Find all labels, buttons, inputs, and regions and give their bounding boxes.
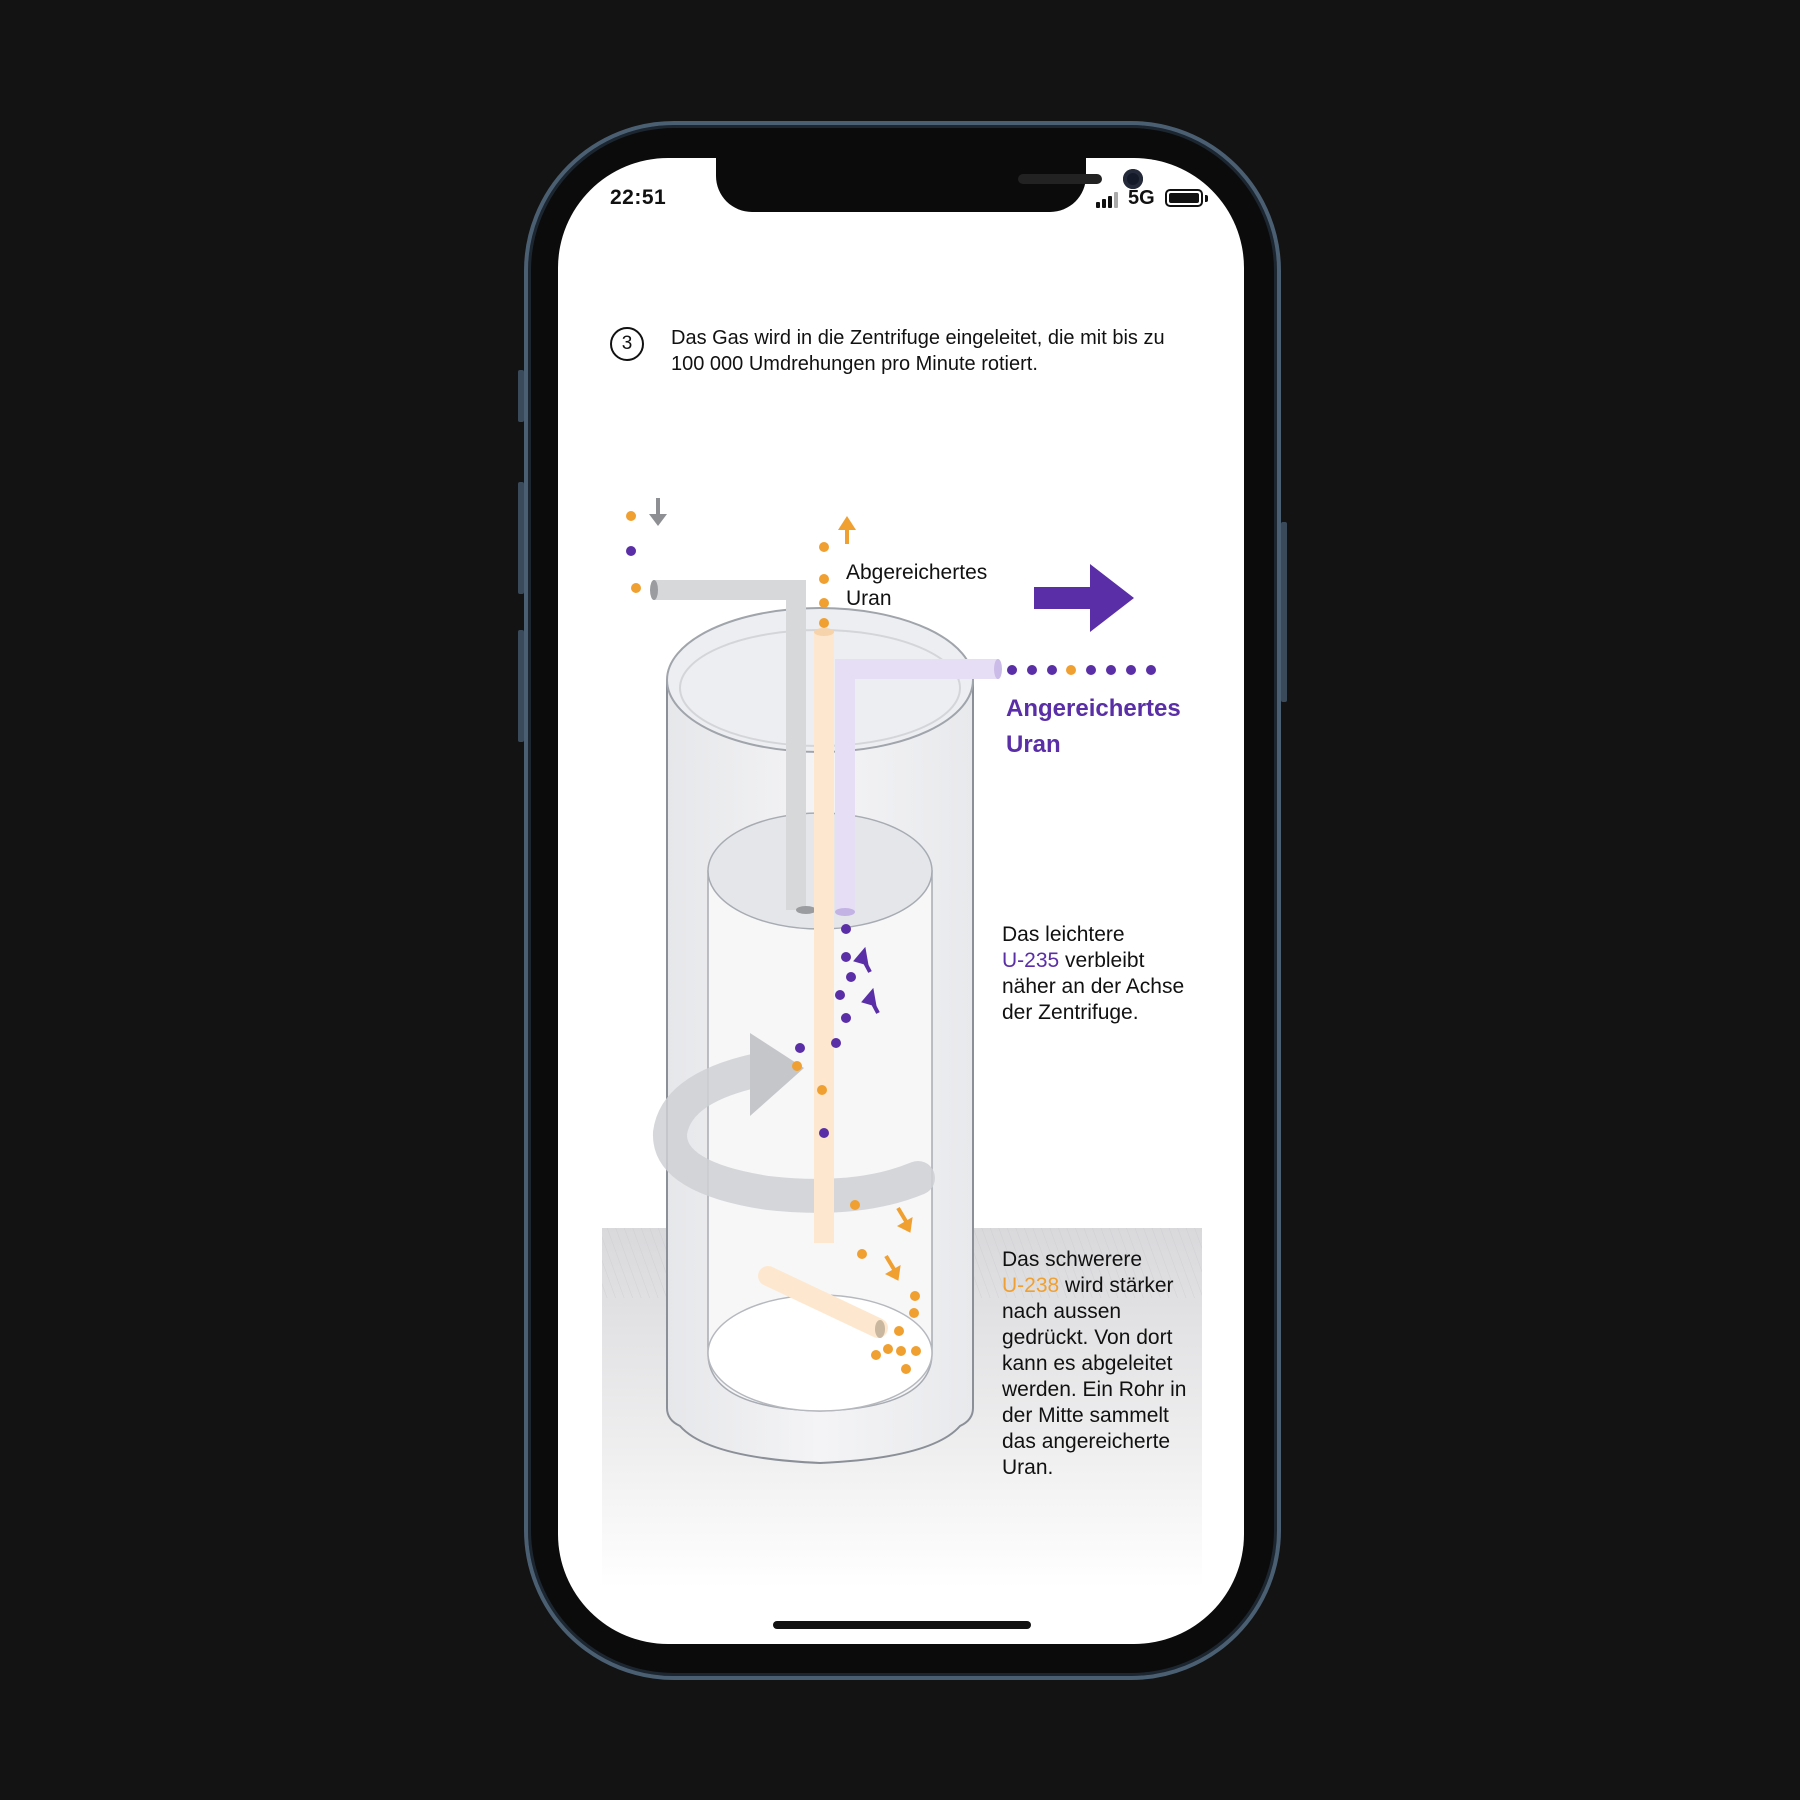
speaker-icon [1018, 174, 1102, 184]
status-time: 22:51 [610, 186, 667, 209]
step-description: Das Gas wird in die Zentrifuge eingeleit… [671, 327, 1165, 375]
network-label: 5G [1128, 187, 1155, 209]
label-enriched-uranium: Angereichertes Uran [1006, 695, 1181, 758]
depleted-pipe [654, 580, 806, 910]
home-indicator[interactable] [773, 1621, 1031, 1629]
phone-screen: 22:51 5G 3 Das Gas wird in die Zentrifug… [558, 158, 1244, 1644]
centrifuge-illustration [602, 498, 1202, 1588]
battery-icon [1165, 189, 1203, 207]
label-u238-description: Das schwerere U-238 wird stärker nach au… [1002, 1248, 1187, 1479]
enriched-pipe [835, 659, 998, 912]
side-button-volume-down [518, 630, 524, 742]
battery-tip [1205, 195, 1208, 202]
camera-icon [1123, 169, 1143, 189]
u238-isotope: U-238 [1002, 1274, 1060, 1297]
side-button-volume-up [518, 482, 524, 594]
rotation-arrow-icon [653, 1053, 935, 1213]
arrow-down-icon [649, 498, 667, 526]
step-number-badge: 3 [610, 327, 644, 361]
label-u235-description: Das leichtere U-235 verbleibt näher an d… [1002, 923, 1185, 1024]
arrow-right-icon [1034, 564, 1134, 632]
notch [716, 158, 1143, 212]
side-button-mute [518, 370, 524, 422]
label-depleted-uranium: Abgereichertes Uran [846, 561, 988, 610]
arrow-up-icon [838, 516, 856, 544]
u235-isotope: U-235 [1002, 949, 1060, 972]
signal-icon [1096, 192, 1120, 208]
side-button-power [1281, 522, 1287, 702]
